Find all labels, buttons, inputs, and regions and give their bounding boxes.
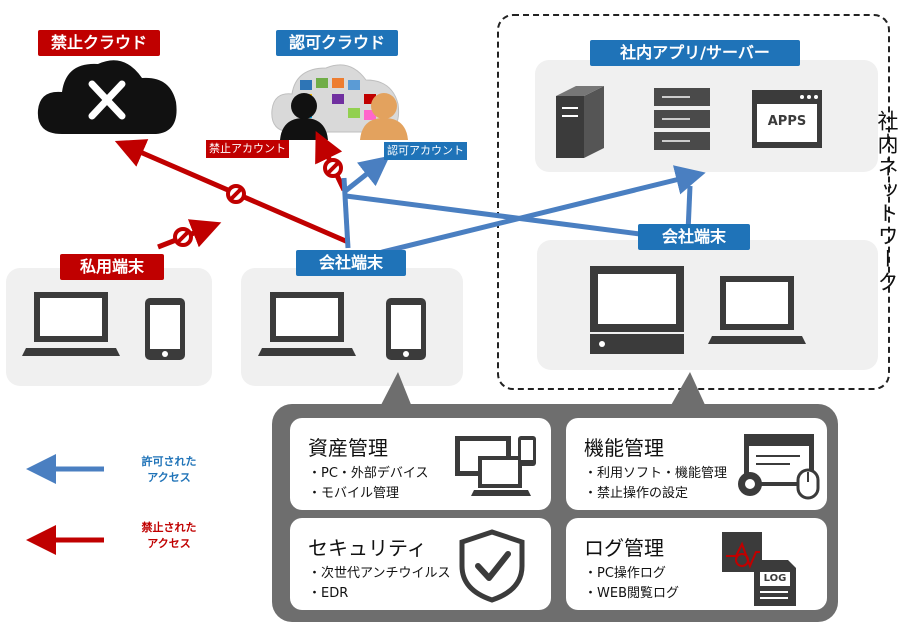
security-item-1: ・次世代アンチウイルス <box>308 566 451 581</box>
function-item-1: ・利用ソフト・機能管理 <box>584 466 728 481</box>
function-item-2: ・禁止操作の設定 <box>584 486 689 501</box>
company-laptop-right-icon <box>708 276 806 344</box>
forbidden-access-arrow-private <box>157 219 222 250</box>
rack-server-icon <box>654 88 710 150</box>
company-laptop-icon <box>258 292 356 356</box>
company-device-left-label: 会社端末 <box>296 250 406 276</box>
forbidden-access-arrow-to-forbidden-cloud <box>114 139 349 245</box>
asset-item-2: ・モバイル管理 <box>308 486 400 501</box>
tower-server-icon <box>556 86 604 158</box>
company-device-right-label: 会社端末 <box>638 224 750 250</box>
internal-apps-label: 社内アプリ/サーバー <box>590 40 800 66</box>
asset-management-title: 資産管理 <box>308 436 388 460</box>
settings-window-icon <box>738 434 820 500</box>
forbidden-access-arrow-to-forbidden-account <box>315 130 347 192</box>
log-item-2: ・WEB閲覧ログ <box>584 586 679 601</box>
devices-icon <box>455 436 536 496</box>
private-laptop-icon <box>22 292 120 356</box>
apps-window-icon <box>752 90 822 148</box>
legend-allowed-label: 許可された アクセス <box>124 454 214 486</box>
log-icon-text: LOG <box>763 573 787 584</box>
security-title: セキュリティ <box>308 536 427 560</box>
log-management-title: ログ管理 <box>584 536 664 560</box>
log-item-1: ・PC操作ログ <box>584 566 666 581</box>
legend-forbidden-label: 禁止された アクセス <box>124 520 214 552</box>
forbidden-account-label: 禁止アカウント <box>206 140 289 158</box>
company-desktop-icon <box>590 266 684 354</box>
legend-forbidden-line1: 禁止された <box>141 521 197 534</box>
approved-account-label: 認可アカウント <box>384 142 467 160</box>
forbidden-cloud-label: 禁止クラウド <box>38 30 160 56</box>
approved-account-person-icon <box>360 93 408 140</box>
legend-forbidden-line2: アクセス <box>147 537 191 550</box>
legend-allowed-line1: 許可された <box>141 455 197 468</box>
shield-check-icon <box>459 529 525 603</box>
apps-icon-text: APPS <box>767 114 807 129</box>
legend-allowed-line2: アクセス <box>147 471 191 484</box>
function-management-title: 機能管理 <box>584 436 664 460</box>
internal-network-label: 社内ネットワーク <box>875 110 899 294</box>
private-device-label: 私用端末 <box>60 254 164 280</box>
asset-item-1: ・PC・外部デバイス <box>308 466 429 481</box>
allowed-access-arrows <box>341 155 706 263</box>
log-document-icon <box>722 532 796 606</box>
private-smartphone-icon <box>145 298 185 360</box>
forbidden-cloud-icon <box>37 60 177 134</box>
approved-cloud-label: 認可クラウド <box>276 30 398 56</box>
security-item-2: ・EDR <box>308 586 349 601</box>
company-smartphone-icon <box>386 298 426 360</box>
